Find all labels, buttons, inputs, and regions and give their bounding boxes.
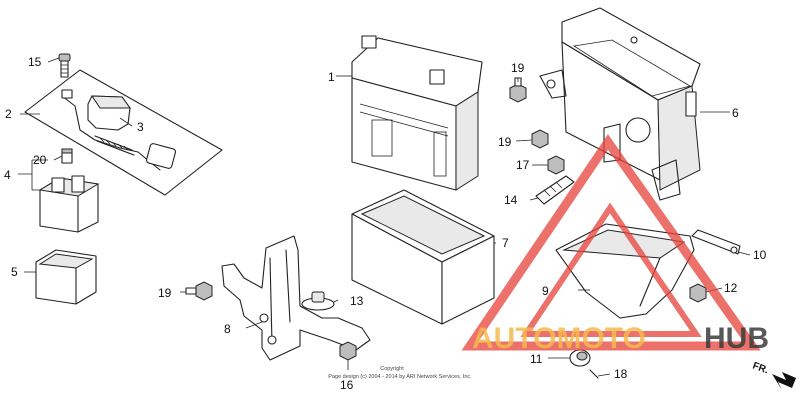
label-part-10: 10 (753, 248, 767, 262)
part-19-bolt-middle[interactable] (531, 129, 549, 149)
part-15-screw[interactable] (58, 53, 71, 78)
label-part-19-upper: 19 (511, 61, 525, 75)
watermark-logo: AUTOMOTO HUB (461, 134, 769, 355)
part-7-battery-case[interactable] (351, 189, 495, 325)
part-20-fuse[interactable] (61, 148, 73, 164)
label-part-1: 1 (328, 70, 335, 84)
label-part-19-middle: 19 (498, 135, 512, 149)
part-19-bolt-lower[interactable] (185, 281, 213, 301)
part-16-nut[interactable] (339, 341, 357, 361)
part-10-stay-rod[interactable] (691, 229, 741, 255)
label-part-12: 12 (724, 281, 738, 295)
copyright-title: Copyright (380, 366, 404, 372)
part-18-pin[interactable] (589, 369, 599, 379)
label-part-18: 18 (614, 367, 628, 381)
label-part-15: 15 (28, 55, 42, 69)
part-12-bolt[interactable] (689, 283, 707, 303)
label-part-13: 13 (350, 294, 364, 308)
part-number-labels: 1 2 3 4 5 6 7 8 9 10 11 12 13 14 15 16 1… (4, 55, 767, 392)
part-2-battery-cable-panel[interactable] (24, 69, 223, 196)
part-5-relay-boot[interactable] (35, 249, 97, 305)
part-17-nut[interactable] (547, 155, 565, 175)
part-3-terminal-cover[interactable] (87, 95, 131, 131)
label-part-17: 17 (516, 158, 530, 172)
front-arrow-icon (772, 372, 796, 390)
part-14-clip[interactable] (535, 175, 575, 205)
label-part-19-lower: 19 (158, 286, 172, 300)
part-8-battery-bracket[interactable] (221, 235, 371, 361)
watermark-text-hub: HUB (704, 322, 769, 355)
leader-lines (18, 57, 751, 377)
label-part-8: 8 (224, 322, 231, 336)
label-part-4: 4 (4, 168, 11, 182)
watermark-triangle-icon (461, 134, 761, 351)
front-direction-indicator: FR. (751, 360, 796, 390)
part-4-starter-relay[interactable] (38, 175, 100, 233)
label-part-20: 20 (33, 153, 47, 167)
front-label: FR. (751, 360, 770, 376)
label-part-6: 6 (732, 106, 739, 120)
label-part-11: 11 (530, 352, 543, 366)
part-1-battery[interactable] (351, 35, 483, 191)
label-part-16: 16 (340, 378, 354, 392)
label-part-3: 3 (137, 120, 144, 134)
label-part-2: 2 (5, 107, 12, 121)
label-part-14: 14 (504, 193, 518, 207)
label-part-7: 7 (502, 236, 509, 250)
part-13-rubber-cushion[interactable] (301, 291, 335, 311)
watermark-text-automoto: AUTOMOTO (472, 322, 646, 355)
copyright-notice: Page design (c) 2004 - 2014 by ARI Netwo… (328, 374, 472, 380)
label-part-9: 9 (542, 284, 549, 298)
part-6-battery-holder[interactable] (539, 7, 701, 201)
label-part-5: 5 (11, 265, 18, 279)
